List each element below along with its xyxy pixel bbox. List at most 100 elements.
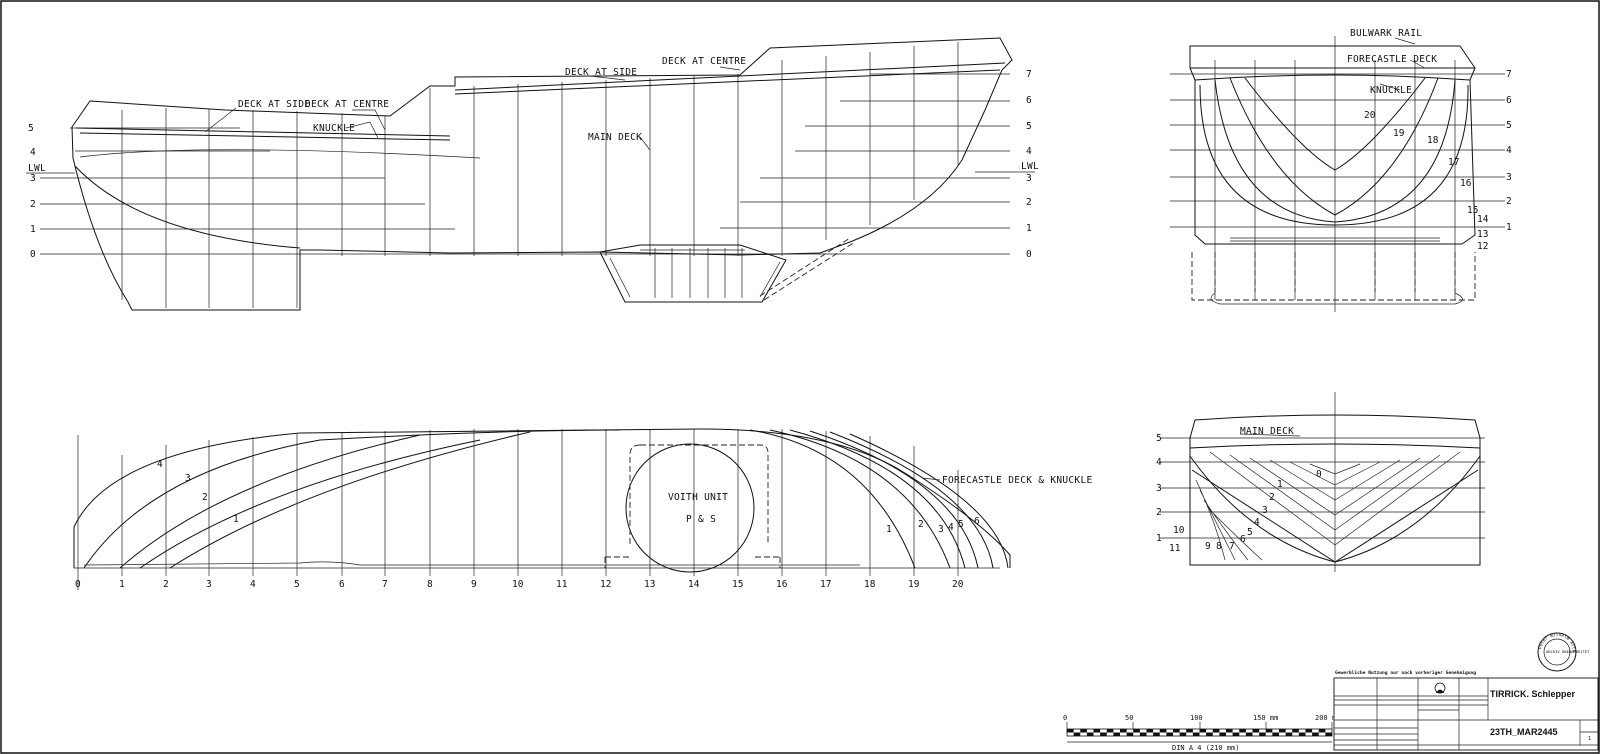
label-deck-at-side-aft: DECK AT SIDE xyxy=(238,99,310,110)
bp-top-wl-1: 1 xyxy=(1506,222,1512,233)
scale-check xyxy=(1120,729,1127,733)
hb-station-3: 3 xyxy=(206,579,212,590)
scale-check xyxy=(1212,729,1220,733)
scale-check xyxy=(1318,729,1326,733)
bp-bot-wl-1: 1 xyxy=(1156,533,1162,544)
scale-check xyxy=(1139,732,1147,736)
hb-fwd-wl-6: 6 xyxy=(974,516,980,527)
scale-tick-200: 200 mm xyxy=(1315,714,1340,722)
scale-check xyxy=(1153,732,1160,736)
scale-check xyxy=(1080,729,1087,733)
scale-check xyxy=(1086,732,1094,736)
wl-left-1: 1 xyxy=(30,224,36,235)
drawing-title: TIRRICK. Schlepper xyxy=(1490,689,1576,699)
scale-check xyxy=(1265,729,1273,733)
scale-check xyxy=(1305,729,1313,733)
bp-top-wl-7: 7 xyxy=(1506,69,1512,80)
scale-check xyxy=(1067,729,1074,733)
hb-station-14: 14 xyxy=(688,579,700,590)
hb-station-13: 13 xyxy=(644,579,655,590)
hb-station-17: 17 xyxy=(820,579,831,590)
wl-right-5: 5 xyxy=(1026,121,1032,132)
bp-bot-station-4: 4 xyxy=(1254,517,1260,528)
bp-top-wl-5: 5 xyxy=(1506,120,1512,131)
scale-check xyxy=(1312,732,1319,736)
bp-top-station-15: 15 xyxy=(1467,205,1478,216)
hb-station-20: 20 xyxy=(952,579,964,590)
scale-check xyxy=(1133,729,1140,733)
hb-aft-wl-4: 4 xyxy=(157,459,163,470)
label-main-deck-profile: MAIN DECK xyxy=(588,132,642,143)
hb-station-19: 19 xyxy=(908,579,920,590)
scale-check xyxy=(1219,732,1226,736)
scale-check xyxy=(1100,732,1107,736)
scale-check xyxy=(1166,732,1173,736)
scale-check xyxy=(1179,732,1187,736)
hb-station-10: 10 xyxy=(512,579,524,590)
hb-fwd-wl-1: 1 xyxy=(886,524,892,535)
label-bulwark-rail: BULWARK RAIL xyxy=(1350,28,1422,39)
scale-tick-50: 50 xyxy=(1125,714,1133,722)
scale-check xyxy=(1199,729,1207,733)
wl-left-0: 0 xyxy=(30,249,36,260)
scale-check xyxy=(1298,732,1306,736)
hb-aft-wl-3: 3 xyxy=(185,473,191,484)
scale-caption: DIN A 4 (210 mm) xyxy=(1172,744,1239,752)
label-lwl-right: LWL xyxy=(1021,161,1039,172)
hb-station-18: 18 xyxy=(864,579,876,590)
title-block-notice: Gewerbliche Nutzung nur nach vorheriger … xyxy=(1335,670,1476,676)
hb-aft-wl-2: 2 xyxy=(202,492,208,503)
hb-station-4: 4 xyxy=(250,579,256,590)
label-ps: P & S xyxy=(686,514,716,525)
scale-check xyxy=(1206,732,1213,736)
scale-check xyxy=(1245,732,1253,736)
bp-bot-station-11: 11 xyxy=(1169,543,1181,554)
hb-station-7: 7 xyxy=(382,579,388,590)
body-plan-bottom: MAIN DECK 5 4 3 2 1 0 1 2 3 4 5 6 7 8 9 … xyxy=(1156,392,1485,572)
hb-station-16: 16 xyxy=(776,579,788,590)
wl-left-3: 3 xyxy=(30,173,36,184)
scale-tick-150: 150 mm xyxy=(1253,714,1278,722)
bp-top-station-12: 12 xyxy=(1477,241,1488,252)
scale-check xyxy=(1292,729,1299,733)
wl-right-2: 2 xyxy=(1026,197,1032,208)
wl-right-4: 4 xyxy=(1026,146,1032,157)
scale-check xyxy=(1173,729,1180,733)
hb-fwd-wl-2: 2 xyxy=(918,519,924,530)
label-forecastle-deck-knuckle: FORECASTLE DECK & KNUCKLE xyxy=(942,475,1093,486)
hb-station-0: 0 xyxy=(75,579,81,590)
hb-station-1: 1 xyxy=(119,579,125,590)
title-block: Gewerbliche Nutzung nur nach vorheriger … xyxy=(1333,670,1599,751)
bp-bot-wl-2: 2 xyxy=(1156,507,1162,518)
scale-check xyxy=(1113,732,1120,736)
scale-check xyxy=(1272,732,1279,736)
label-deck-at-centre-fwd: DECK AT CENTRE xyxy=(662,56,746,67)
bp-bot-station-2: 2 xyxy=(1269,492,1275,503)
bp-bot-station-7: 7 xyxy=(1229,541,1235,552)
label-forecastle-deck: FORECASTLE DECK xyxy=(1347,54,1437,65)
label-knuckle-body-plan: KNUCKLE xyxy=(1370,85,1412,96)
bp-bot-station-1: 1 xyxy=(1277,479,1283,490)
hb-station-2: 2 xyxy=(163,579,169,590)
hb-station-6: 6 xyxy=(339,579,345,590)
scale-check xyxy=(1259,732,1266,736)
bp-bot-station-0: 0 xyxy=(1316,469,1322,480)
bp-bot-station-9: 9 xyxy=(1205,541,1211,552)
sheet-number: 1 xyxy=(1588,736,1591,742)
scale-check xyxy=(1232,732,1240,736)
scale-check xyxy=(1325,732,1332,736)
scale-tick-100: 100 xyxy=(1190,714,1203,722)
bp-bot-wl-5: 5 xyxy=(1156,433,1162,444)
hb-station-9: 9 xyxy=(471,579,477,590)
bp-top-wl-3: 3 xyxy=(1506,172,1512,183)
scale-check xyxy=(1279,729,1286,733)
scale-tick-0: 0 xyxy=(1063,714,1067,722)
label-knuckle-profile: KNUCKLE xyxy=(313,123,355,134)
hb-aft-wl-1: 1 xyxy=(233,514,239,525)
scale-check xyxy=(1239,729,1246,733)
scale-check xyxy=(1226,729,1233,733)
profile-view: DECK AT SIDE DECK AT CENTRE KNUCKLE DECK… xyxy=(26,37,1039,311)
stamp-center-text: ARCHIV ÜBERARBEITET xyxy=(1546,649,1590,654)
